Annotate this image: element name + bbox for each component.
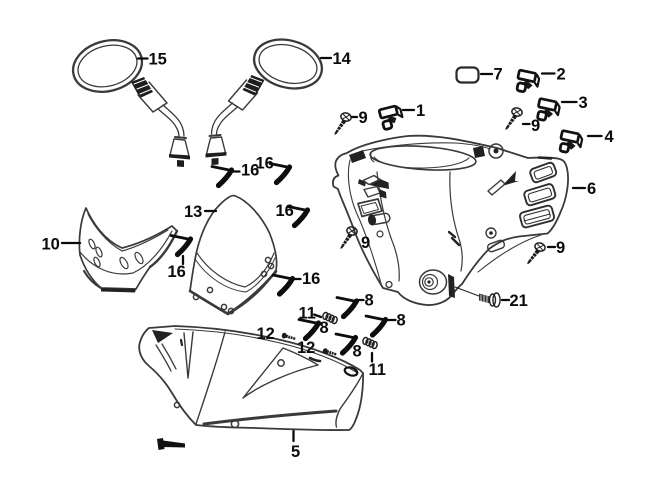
svg-text:8: 8 (320, 319, 329, 337)
svg-text:9: 9 (556, 239, 565, 257)
svg-text:6: 6 (587, 180, 596, 198)
svg-text:9: 9 (359, 109, 368, 127)
svg-text:12: 12 (257, 325, 275, 343)
svg-text:9: 9 (361, 234, 370, 252)
svg-text:11: 11 (299, 305, 316, 323)
svg-text:13: 13 (184, 203, 202, 221)
svg-text:16: 16 (168, 263, 186, 281)
svg-text:4: 4 (605, 128, 615, 146)
svg-text:16: 16 (302, 270, 320, 288)
svg-text:16: 16 (276, 202, 294, 220)
svg-text:2: 2 (557, 66, 566, 84)
svg-text:10: 10 (42, 236, 60, 254)
svg-text:21: 21 (510, 292, 528, 310)
svg-text:8: 8 (397, 312, 406, 330)
svg-text:11: 11 (369, 361, 386, 379)
svg-text:9: 9 (531, 117, 540, 135)
svg-text:15: 15 (149, 51, 167, 69)
svg-text:5: 5 (291, 443, 300, 461)
svg-text:8: 8 (365, 292, 374, 310)
svg-text:3: 3 (579, 94, 588, 112)
svg-text:8: 8 (353, 343, 362, 361)
svg-text:16: 16 (241, 162, 259, 180)
svg-text:1: 1 (416, 102, 425, 120)
svg-text:12: 12 (297, 339, 315, 357)
svg-text:14: 14 (333, 50, 352, 68)
svg-text:16: 16 (256, 155, 274, 173)
svg-text:7: 7 (494, 66, 503, 84)
